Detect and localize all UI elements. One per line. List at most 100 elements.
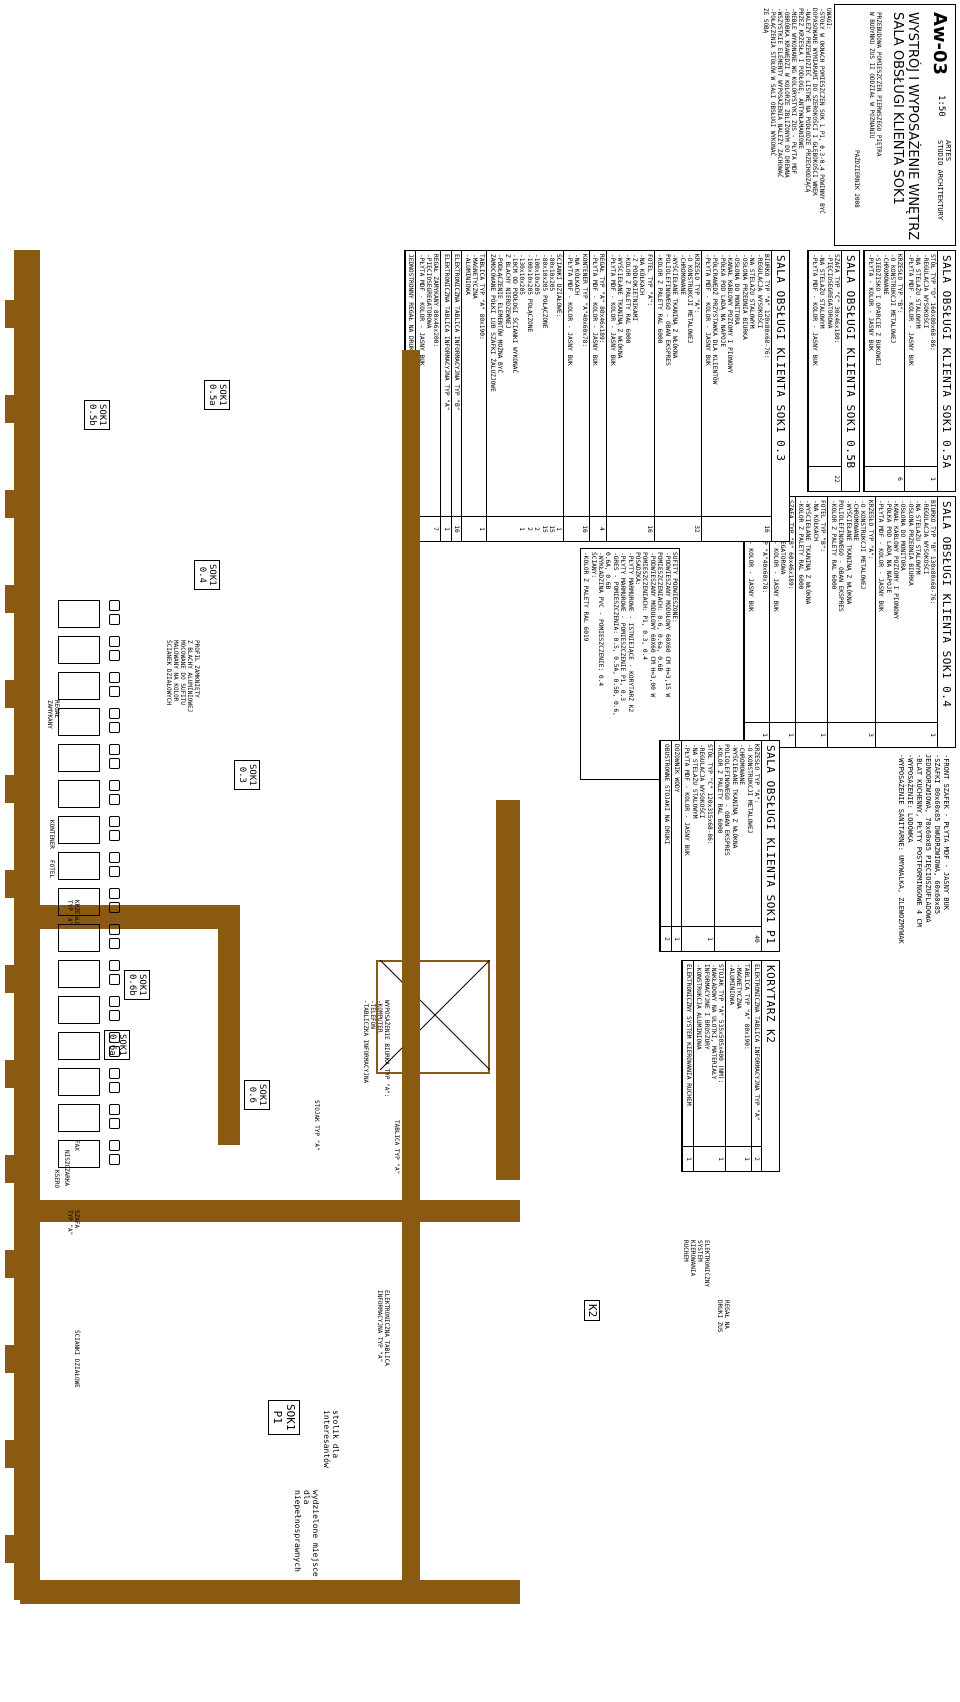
chair-icon [109, 650, 120, 661]
table-row: SZAFA TYP "C" 30x46x180: -PIĘCIOSEGREGAT… [808, 251, 841, 491]
facade-pier [5, 300, 25, 328]
row-text: STOJAK TYP "A" 535x505x400 (NM): -NAKŁAD… [695, 964, 725, 1084]
chair-icon [109, 686, 120, 697]
table-row: ELEKTRONICZNA TABLICA INFORMACYJNA TYP "… [750, 961, 761, 1171]
row-text: TABLICA TYP "A" 80x190: -MAGNETYCZNA -AL… [463, 254, 486, 340]
facade-pier [5, 870, 25, 898]
row-text: ELEKTRONICZNA TABLICA INFORMACYJNA TYP "… [442, 254, 450, 411]
row-text: STÓŁ TYP "C" 120x315x68-86: -REGULACJA W… [683, 744, 713, 856]
table-row: FOTEL TYP "A": -NA KÓŁKACH -Z PODŁOKIETN… [606, 251, 654, 541]
facade-pier [5, 775, 25, 803]
label-regal-zamykany: REGAŁ ZAMYKANY [46, 700, 60, 729]
chair-icon [109, 1068, 120, 1079]
row-qty: 1 [462, 516, 487, 541]
facade-pier [5, 1535, 25, 1563]
chair-icon [109, 722, 120, 733]
desk [58, 1032, 100, 1060]
table-row: OBUSTRONNE STOJAKI NA DRUKI 2 [660, 741, 671, 951]
row-qty: 32 [654, 516, 702, 541]
row-text: BIURKO TYP "A" 120x80x68-76: -REGULACJA … [703, 254, 770, 385]
partition-wall [20, 1200, 520, 1222]
chair-icon [109, 636, 120, 647]
desk [58, 960, 100, 988]
table-title: SALA OBSŁUGI KLIENTA SOK1 0.5A [937, 251, 955, 491]
table-row: KONTENER TYP "A"40x60x78: -NA KÓŁKACH -P… [563, 251, 589, 541]
chair-icon [109, 600, 120, 611]
corridor-wall [402, 350, 420, 1590]
table-row: FOTEL TYP "B": -NA KÓŁKACH -WYŚCIEŁANE T… [794, 497, 828, 747]
desk [58, 600, 100, 628]
chair-icon [109, 866, 120, 877]
chair-icon [109, 830, 120, 841]
row-text: ELEKTRONICZNY SYSTEM KIEROWANIA RUCHEM [684, 964, 692, 1106]
row-qty: 1 [681, 926, 714, 951]
table-row: STOJAK TYP "A" 535x505x400 (NM): -NAKŁAD… [692, 961, 726, 1171]
desk [58, 996, 100, 1024]
chair-icon [109, 924, 120, 935]
chair-icon [109, 1046, 120, 1057]
row-text: KONTENER TYP "A"40x60x78: -NA KÓŁKACH -P… [565, 254, 588, 366]
chair-icon [109, 888, 120, 899]
desk [58, 924, 100, 952]
facade-pier [5, 585, 25, 613]
row-qty: 1 [683, 1146, 693, 1171]
row-qty: 4 [589, 516, 607, 541]
chair-icon [109, 902, 120, 913]
chair-icon [109, 758, 120, 769]
chair-icon [109, 708, 120, 719]
facade-pier [5, 395, 25, 423]
desk [58, 636, 100, 664]
row-qty: 1 [875, 722, 937, 747]
label-regal-druki: REGAŁ NA DRUKI ZUS [716, 1300, 730, 1333]
row-text: OBUSTRONNE STOJAKI NA DRUKI [662, 744, 670, 845]
row-text: KRZESŁO TYP "A": -O KONSTRUKCJI METALOWE… [829, 500, 874, 612]
room-sok1-05a: SOK1 0.5a [204, 380, 230, 410]
room-k2: K2 [584, 1300, 600, 1322]
label-tablica: TABLICA TYP "A" [393, 1120, 400, 1175]
toilet-wall [20, 905, 240, 929]
desk [58, 708, 100, 736]
room-sok1-06: SOK1 0.6 [244, 1080, 270, 1110]
scale-label: 1:50 [936, 95, 946, 117]
row-qty: 16 [607, 516, 654, 541]
row-text: KRZESŁO TYP "A": -O KONSTRUKCJI METALOWE… [715, 744, 760, 856]
room-sok1-03: SOK1 0.3 [234, 760, 260, 790]
chair-icon [109, 744, 120, 755]
row-qty: 2 [751, 1146, 761, 1171]
label-el-system: ELEKTRONICZNY SYSTEM KIEROWANIA RUCHEM [682, 1240, 710, 1287]
room-sok1-04: SOK1 0.4 [194, 560, 220, 590]
chair-icon [109, 816, 120, 827]
chair-icon [109, 974, 120, 985]
table-row: REGAŁ TYP "A" 80x46x189: -PŁYTA MDF - KO… [588, 251, 607, 541]
desk [58, 744, 100, 772]
row-qty: 1 [693, 1146, 726, 1171]
drawing-title: WYSTRÓJ I WYPOSAŻENIE WNĘTRZ SALA OBSŁUG… [890, 12, 920, 241]
table-row: ELEKTRONICZNA TABLICA INFORMACYJNA TYP "… [450, 251, 462, 541]
row-qty: 1 [795, 722, 828, 747]
row-qty: 2 [661, 926, 671, 951]
row-qty: 22 [809, 466, 841, 491]
table-row: ŚCIANKI DZIAŁOWE: -80x10x205 -80x10x205 … [486, 251, 564, 541]
table-row: KRZESŁO TYP "A": -O KONSTRUKCJI METALOWE… [827, 497, 875, 747]
chair-icon [109, 1010, 120, 1021]
row-text: SZAFA TYP "C" 30x46x180: -PIĘCIOSEGREGAT… [810, 254, 840, 366]
facade-pier [5, 1250, 25, 1278]
desk [58, 672, 100, 700]
row-text: KRZESŁO TYP "A": -O KONSTRUKCJI METALOWE… [656, 254, 701, 366]
table-title: SALA OBSŁUGI KLIENTA SOK1 0.4 [937, 497, 955, 747]
table-title: SALA OBSŁUGI KLIENTA SOK1 P1 [761, 741, 779, 951]
table-row: TABLICA TYP "A" 80x190: -MAGNETYCZNA -AL… [725, 961, 751, 1171]
row-text: TABLICA TYP "A" 80x190: -MAGNETYCZNA -AL… [727, 964, 750, 1050]
desk [58, 1104, 100, 1132]
desk [58, 1068, 100, 1096]
desk [58, 816, 100, 844]
table-sok1-p1: SALA OBSŁUGI KLIENTA SOK1 P1 KRZESŁO TYP… [659, 740, 780, 952]
label-krzeslo: KRZESŁO TYP "A" [66, 900, 80, 926]
chair-icon [109, 780, 120, 791]
desk [58, 852, 100, 880]
sheet-number: Aw-03 [929, 12, 950, 76]
toilet-wall [218, 905, 240, 1145]
row-text: BIURKO TYP "B" 130x80x68-76: -REGULACJA … [877, 500, 936, 620]
label-ksero: KSERO [53, 1170, 60, 1189]
